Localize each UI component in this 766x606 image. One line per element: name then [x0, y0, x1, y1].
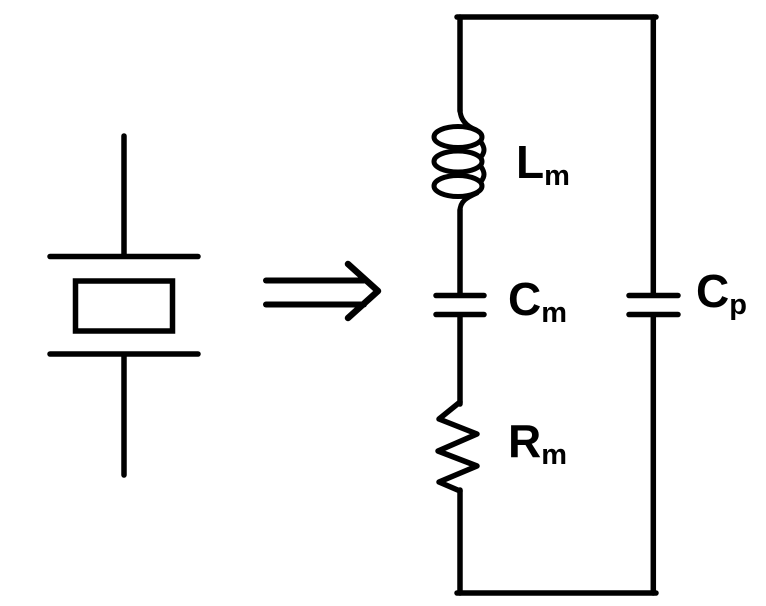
parallel-capacitor-icon [626, 292, 681, 318]
coil-link-2 [478, 164, 487, 184]
coil-loop-2 [431, 148, 485, 175]
crystal-symbol-icon [47, 133, 201, 478]
series-capacitor-icon [433, 292, 487, 318]
arrow-head [344, 260, 382, 322]
equivalent-circuit: Lm Cm Rm Cp [431, 14, 747, 596]
crystal-body [72, 278, 176, 334]
coil-loop-1 [431, 124, 485, 150]
label-Lm: Lm [516, 136, 570, 192]
label-Cp: Cp [696, 265, 747, 321]
coil-link-1 [478, 139, 487, 160]
coil-exit [457, 190, 480, 214]
label-Rm: Rm [508, 415, 567, 471]
implies-arrow-icon [263, 260, 382, 322]
inductor-icon [431, 106, 487, 214]
label-Cm: Cm [508, 273, 567, 329]
coil-loop-3 [431, 173, 485, 199]
resistor-icon [435, 399, 480, 494]
